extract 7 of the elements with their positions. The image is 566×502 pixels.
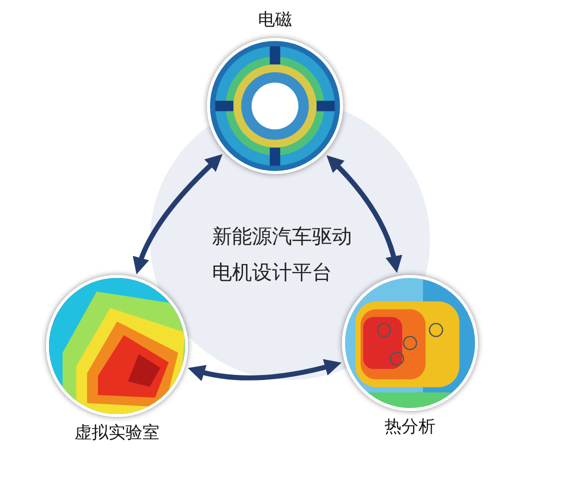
node-label: 热分析 — [384, 416, 436, 439]
platform-title: 新能源汽车驱动电机设计平台 — [212, 223, 353, 286]
arrow — [326, 155, 402, 273]
node-label: 电磁 — [258, 9, 292, 32]
node-label: 虚拟实验室 — [74, 422, 160, 445]
arrow — [188, 358, 342, 381]
arrow — [133, 154, 222, 274]
